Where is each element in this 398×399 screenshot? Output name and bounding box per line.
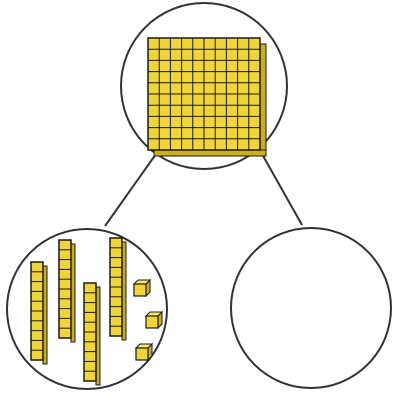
ten-rod <box>84 283 100 385</box>
unit-cube <box>136 344 152 360</box>
right-part-circle <box>231 228 391 388</box>
unit-cube <box>146 312 162 328</box>
connector-line-left <box>105 154 156 226</box>
connector-line-right <box>262 154 302 225</box>
ten-rod <box>31 262 47 364</box>
hundred-flat <box>148 38 266 156</box>
ten-rod <box>59 240 75 342</box>
ten-rod <box>110 238 126 340</box>
unit-cube <box>134 280 150 296</box>
